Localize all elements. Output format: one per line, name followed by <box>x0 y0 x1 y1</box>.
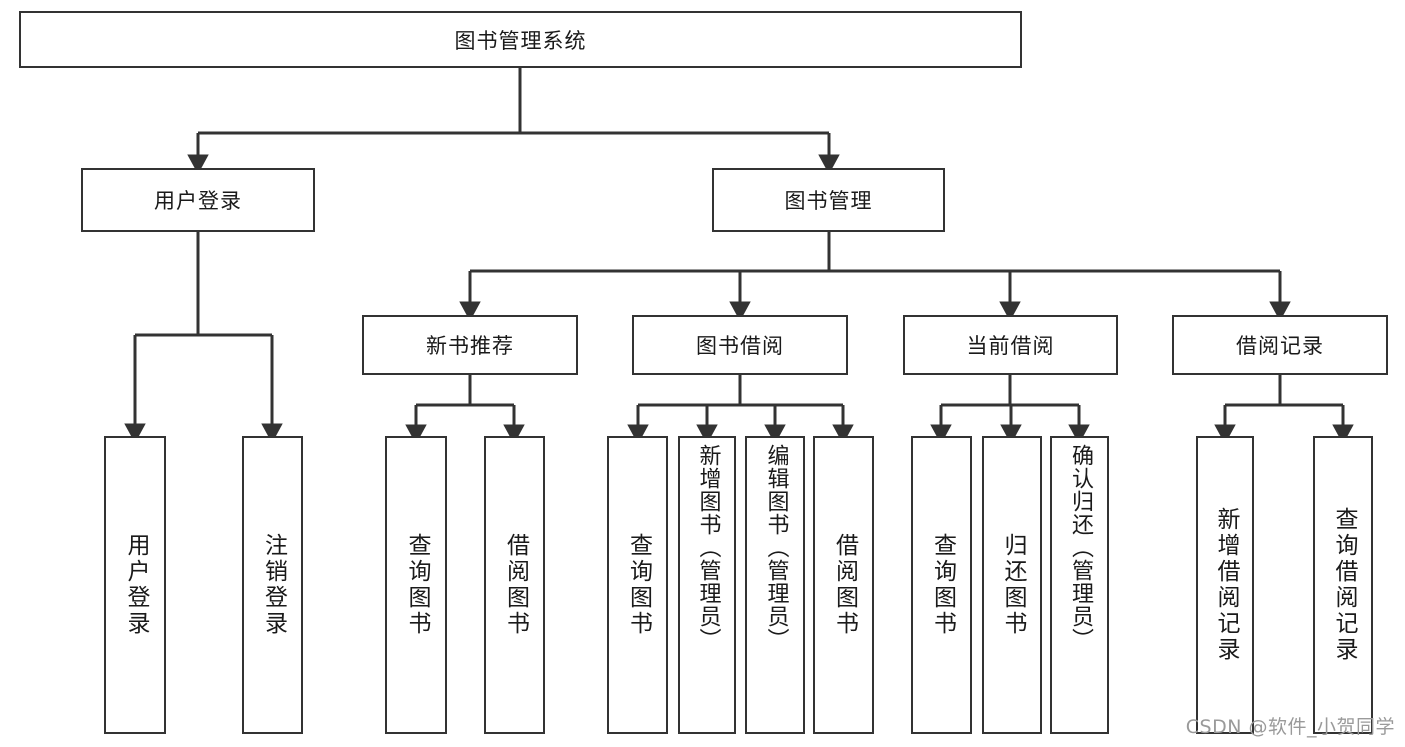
node-borrow-record[interactable]: 借阅记录 <box>1172 315 1388 375</box>
watermark-text: CSDN @软件_小贺同学 <box>1185 716 1395 738</box>
node-leaf-return-book-label: 归还图书 <box>999 533 1026 637</box>
node-current-borrow[interactable]: 当前借阅 <box>903 315 1118 375</box>
node-leaf-add-record-label: 新增借阅记录 <box>1212 507 1239 663</box>
node-root-label: 图书管理系统 <box>454 28 587 53</box>
node-leaf-user-login-label: 用户登录 <box>122 533 149 637</box>
node-leaf-query-book-1-label: 查询图书 <box>403 533 430 637</box>
node-leaf-confirm-return[interactable]: 确认归还（管理员） <box>1050 436 1109 734</box>
node-leaf-add-book[interactable]: 新增图书（管理员） <box>678 436 736 734</box>
node-leaf-return-book[interactable]: 归还图书 <box>982 436 1042 734</box>
node-user-login[interactable]: 用户登录 <box>81 168 315 232</box>
node-leaf-query-book-2-label: 查询图书 <box>625 533 652 637</box>
node-user-login-label: 用户登录 <box>154 189 242 213</box>
node-leaf-borrow-book-1-label: 借阅图书 <box>502 533 529 637</box>
node-leaf-edit-book-label: 编辑图书（管理员） <box>763 444 789 651</box>
node-leaf-query-record[interactable]: 查询借阅记录 <box>1313 436 1373 734</box>
node-current-borrow-label: 当前借阅 <box>966 334 1055 358</box>
node-leaf-add-record[interactable]: 新增借阅记录 <box>1196 436 1254 734</box>
node-leaf-user-login[interactable]: 用户登录 <box>104 436 166 734</box>
node-root[interactable]: 图书管理系统 <box>19 11 1022 68</box>
node-leaf-borrow-book-2-label: 借阅图书 <box>831 533 858 637</box>
node-new-book-recommend-label: 新书推荐 <box>426 334 514 358</box>
node-leaf-borrow-book-2[interactable]: 借阅图书 <box>813 436 874 734</box>
node-book-borrow-label: 图书借阅 <box>696 334 784 358</box>
node-leaf-confirm-return-label: 确认归还（管理员） <box>1067 444 1093 651</box>
node-leaf-query-book-3-label: 查询图书 <box>929 533 956 637</box>
node-borrow-record-label: 借阅记录 <box>1236 334 1324 358</box>
node-book-manage[interactable]: 图书管理 <box>712 168 945 232</box>
node-leaf-query-book-3[interactable]: 查询图书 <box>911 436 972 734</box>
node-leaf-logout[interactable]: 注销登录 <box>242 436 303 734</box>
node-leaf-add-book-label: 新增图书（管理员） <box>695 444 721 651</box>
node-book-borrow[interactable]: 图书借阅 <box>632 315 848 375</box>
node-leaf-query-book-2[interactable]: 查询图书 <box>607 436 668 734</box>
node-leaf-borrow-book-1[interactable]: 借阅图书 <box>484 436 545 734</box>
node-new-book-recommend[interactable]: 新书推荐 <box>362 315 578 375</box>
node-leaf-query-record-label: 查询借阅记录 <box>1330 507 1357 663</box>
node-leaf-logout-label: 注销登录 <box>260 533 287 637</box>
node-book-manage-label: 图书管理 <box>784 189 873 213</box>
node-leaf-query-book-1[interactable]: 查询图书 <box>385 436 447 734</box>
node-leaf-edit-book[interactable]: 编辑图书（管理员） <box>745 436 805 734</box>
